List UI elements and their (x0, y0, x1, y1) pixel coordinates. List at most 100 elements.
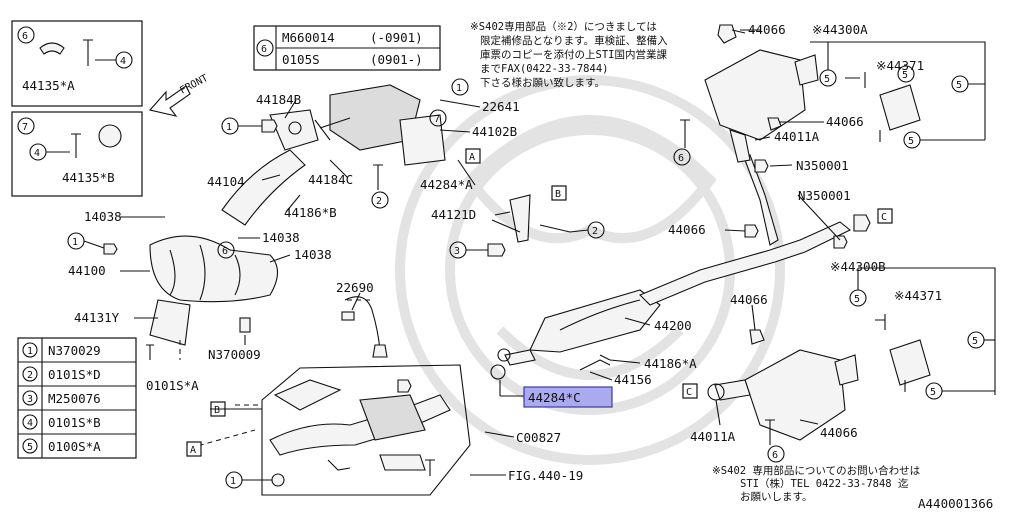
svg-text:お願いします。: お願いします。 (740, 491, 812, 503)
svg-text:1: 1 (456, 83, 462, 94)
part-label-44300A: ※44300A (812, 22, 868, 37)
front-arrow: FRONT (148, 73, 210, 117)
bracket-44300B: 5 5 5 (849, 267, 996, 400)
legend-num-5: 5 (27, 442, 33, 453)
svg-text:6: 6 (772, 450, 778, 461)
part-label-N350001-b: N350001 (798, 188, 851, 203)
svg-text:1: 1 (72, 237, 78, 248)
svg-text:5: 5 (902, 70, 908, 81)
part-label-44066-a: 44066 (748, 22, 786, 37)
variant-table: 6 M660014 (-0901) 0105S (0901-) (253, 25, 441, 71)
legend-code-3: M250076 (48, 391, 101, 406)
svg-text:6: 6 (222, 246, 228, 257)
part-label-44300B: ※44300B (830, 259, 886, 274)
inset-box-6-num: 6 (22, 31, 28, 42)
inset-box-6[interactable]: 6 4 44135*A (11, 20, 143, 107)
svg-text:5: 5 (972, 336, 978, 347)
svg-text:下さる様お願い致します。: 下さる様お願い致します。 (480, 76, 605, 89)
legend-code-2: 0101S*D (48, 367, 101, 382)
part-label-44135A: 44135*A (22, 78, 75, 93)
part-label-44102B: 44102B (472, 124, 517, 139)
variant-table-num: 6 (261, 44, 267, 55)
part-label-44066-b: 44066 (826, 114, 864, 129)
part-label-N370009: N370009 (208, 347, 261, 362)
part-label-44131Y: 44131Y (74, 310, 120, 325)
inset-box-7-num: 7 (22, 122, 28, 133)
part-label-44184B: 44184B (256, 92, 301, 107)
svg-text:庫票のコピーを添付の上STI国内営業課: 庫票のコピーを添付の上STI国内営業課 (480, 48, 667, 61)
svg-text:A: A (469, 152, 475, 163)
lower-inset-front-pipe (189, 364, 471, 496)
part-label-44186B: 44186*B (284, 205, 337, 220)
svg-text:3: 3 (454, 246, 460, 257)
legend-num-3: 3 (27, 394, 33, 405)
part-label-C00827: C00827 (516, 430, 561, 445)
svg-text:限定補修品となります。車検証、整備入: 限定補修品となります。車検証、整備入 (480, 34, 668, 47)
left-callouts: 1 1 6 2 1 7 1 (67, 78, 469, 489)
part-label-44066-d: 44066 (730, 292, 768, 307)
center-pipe-assembly (490, 154, 871, 380)
bracket-44300A: 5 5 5 5 (810, 41, 986, 149)
header-note: ※S402専用部品（※2）につきましては 限定補修品となります。車検証、整備入 … (470, 20, 668, 89)
part-label-44186A: 44186*A (644, 356, 697, 371)
svg-text:※S402専用部品（※2）につきましては: ※S402専用部品（※2）につきましては (470, 20, 657, 33)
svg-text:2: 2 (592, 226, 598, 237)
svg-text:5: 5 (930, 387, 936, 398)
selected-part-label: 44284*C (528, 390, 581, 405)
legend-code-1: N370029 (48, 343, 101, 358)
variant-row-2-range: (0901-) (370, 52, 423, 67)
part-label-22690: 22690 (336, 280, 374, 295)
part-label-FIG44019: FIG.440-19 (508, 468, 583, 483)
part-label-44184C: 44184C (308, 172, 353, 187)
part-label-N350001-a: N350001 (796, 158, 849, 173)
svg-text:1: 1 (230, 476, 236, 487)
inset-box-7-bolt: 4 (34, 148, 40, 159)
fastener-legend: 1 N370029 2 0101S*D 3 M250076 4 0101S*B … (17, 337, 137, 459)
part-label-44121D: 44121D (431, 207, 476, 222)
legend-code-5: 0100S*A (48, 439, 101, 454)
o2-sensor (341, 296, 388, 358)
svg-text:1: 1 (226, 122, 232, 133)
part-label-44011A-a: 44011A (774, 129, 820, 144)
front-exhaust-assembly (146, 84, 446, 360)
diagram-code: A440001366 (918, 496, 993, 511)
svg-text:B: B (214, 405, 220, 416)
svg-text:B: B (555, 189, 561, 200)
legend-num-1: 1 (27, 346, 33, 357)
ref-box-C-upper: C (877, 208, 893, 224)
svg-text:5: 5 (854, 294, 860, 305)
leader-lines (120, 29, 841, 476)
part-label-44066-c: 44066 (668, 222, 706, 237)
ref-box-A-lower: A (186, 441, 202, 457)
svg-text:までFAX(0422-33-7844): までFAX(0422-33-7844) (480, 63, 608, 75)
svg-text:C: C (686, 387, 692, 398)
ref-box-A-upper: A (465, 148, 481, 164)
svg-text:7: 7 (434, 114, 440, 125)
svg-text:6: 6 (678, 153, 684, 164)
legend-num-2: 2 (27, 370, 33, 381)
part-label-44066-e: 44066 (820, 425, 858, 440)
part-label-44011A-b: 44011A (690, 429, 736, 444)
part-label-0101SA: 0101S*A (146, 378, 199, 393)
part-label-44100: 44100 (68, 263, 106, 278)
svg-text:A: A (190, 445, 196, 456)
footer-note: ※S402 専用部品についてのお問い合わせは STI（株）TEL 0422-33… (712, 464, 920, 503)
ref-box-B-upper: B (551, 185, 567, 201)
svg-text:5: 5 (908, 136, 914, 147)
inset-box-6-bolt: 4 (120, 56, 126, 67)
part-label-14038-c: 14038 (294, 247, 332, 262)
part-label-14038-b: 14038 (262, 230, 300, 245)
part-label-44104: 44104 (207, 174, 245, 189)
hanger-44121D: 3 2 (449, 194, 605, 259)
legend-num-4: 4 (27, 418, 33, 429)
ref-box-C-lower: C (682, 383, 698, 399)
part-label-44135B: 44135*B (62, 170, 115, 185)
inset-box-7[interactable]: 7 4 44135*B (11, 111, 143, 197)
svg-text:※S402 専用部品についてのお問い合わせは: ※S402 専用部品についてのお問い合わせは (712, 464, 920, 477)
svg-text:5: 5 (956, 80, 962, 91)
part-label-44371-b: ※44371 (894, 288, 942, 303)
part-label-44200: 44200 (654, 318, 692, 333)
selected-part-44284C[interactable]: 44284*C (523, 386, 613, 408)
svg-text:STI（株）TEL 0422-33-7848 迄: STI（株）TEL 0422-33-7848 迄 (740, 477, 909, 490)
